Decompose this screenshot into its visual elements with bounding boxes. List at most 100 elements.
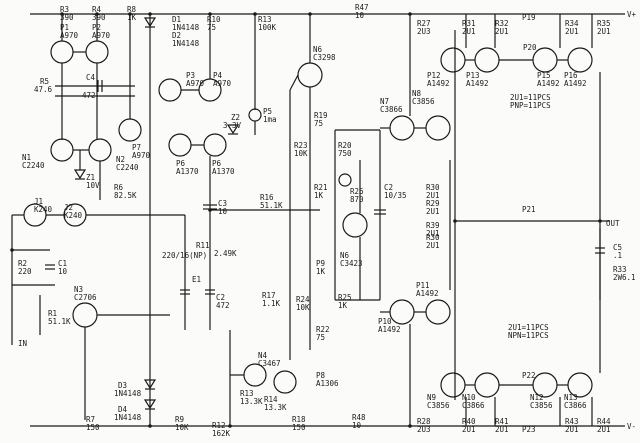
p8-value: A1306 <box>316 379 339 388</box>
p9-value: 1K <box>316 267 326 276</box>
r27-value: 2U3 <box>417 27 431 36</box>
r39-label: R39 <box>426 221 440 230</box>
c3-value: 10 <box>218 207 228 216</box>
c2b-value: 10/35 <box>384 191 407 200</box>
d4-value: 1N4148 <box>114 413 142 422</box>
r20-value: 750 <box>338 149 352 158</box>
p5-label: P5 <box>263 107 272 116</box>
r26-label: R26 <box>350 187 364 196</box>
in-label: IN <box>18 339 27 348</box>
r35-value: 2U1 <box>597 27 611 36</box>
p15-value: A1492 <box>537 79 560 88</box>
c4-value: 472 <box>82 91 96 100</box>
n6-label: N6 <box>313 45 323 54</box>
r32-value: 2U1 <box>495 27 509 36</box>
n9-value: C3856 <box>427 401 450 410</box>
r14-label: R14 <box>264 395 278 404</box>
z2-value: 3.3V <box>223 121 242 130</box>
vminus-label: V- <box>627 422 636 431</box>
r24-label: R24 <box>296 295 310 304</box>
r29-value: 2U1 <box>426 207 440 216</box>
r21-label: R21 <box>314 183 328 192</box>
r43-value: 2U1 <box>565 425 579 434</box>
c5-label: C5 <box>613 243 622 252</box>
r1-value: 51.1K <box>48 317 71 326</box>
r7-value: 150 <box>86 423 100 432</box>
r48-value: 10 <box>352 421 362 430</box>
r25-value: 1K <box>338 301 348 310</box>
rails <box>30 13 625 427</box>
r32-label: R32 <box>495 19 509 28</box>
n8-value: C3856 <box>412 97 435 106</box>
r28-label: R28 <box>417 417 431 426</box>
r47-label: R47 <box>355 3 369 12</box>
r5-label: R5 <box>40 77 49 86</box>
z2-label: Z2 <box>231 113 240 122</box>
r23-label: R23 <box>294 141 308 150</box>
r28-value: 2U3 <box>417 425 431 434</box>
r6-value: 82.5K <box>114 191 137 200</box>
r13b-label: R13 <box>240 389 254 398</box>
r17-value: 1.1K <box>262 299 281 308</box>
c220-label: 220/16(NP) <box>162 251 207 260</box>
note2: PNP=11PCS <box>510 101 551 110</box>
n3-value: C2706 <box>74 293 97 302</box>
p19-label: P19 <box>522 13 536 22</box>
p16-label: P16 <box>564 71 578 80</box>
c1-value: 10 <box>58 267 68 276</box>
j2-label: J2 <box>64 203 73 212</box>
r4-value: 390 <box>92 13 106 22</box>
n12-value: C3856 <box>530 401 553 410</box>
z1-value: 10V <box>86 181 100 190</box>
c2b-label: C2 <box>384 183 393 192</box>
r19-label: R19 <box>314 111 328 120</box>
input-stage <box>11 14 185 420</box>
r33-label: R33 <box>613 265 627 274</box>
r19-value: 75 <box>314 119 323 128</box>
p11-label: P11 <box>416 281 430 290</box>
n13-value: C3866 <box>564 401 587 410</box>
r29-label: R29 <box>426 199 440 208</box>
d2-label: D2 <box>172 31 181 40</box>
p3-value: A970 <box>186 79 205 88</box>
note3: 2U1=11PCS <box>508 323 549 332</box>
n3-label: N3 <box>74 285 83 294</box>
r31-label: R31 <box>462 19 476 28</box>
r13-label: R13 <box>258 15 272 24</box>
r30b-label: R30 <box>426 233 440 242</box>
r43-label: R43 <box>565 417 579 426</box>
r35-label: R35 <box>597 19 611 28</box>
p2-value: A970 <box>92 31 111 40</box>
d1-value: 1N4148 <box>172 23 200 32</box>
r22-label: R22 <box>316 325 330 334</box>
r40-value: 2U1 <box>462 425 476 434</box>
r12-label: R12 <box>212 421 226 430</box>
d3-value: 1N4148 <box>114 389 142 398</box>
p20-label: P20 <box>523 43 537 52</box>
p4-label: P4 <box>213 71 223 80</box>
r16-label: R16 <box>260 193 274 202</box>
j1-value: K240 <box>34 205 53 214</box>
r41-value: 2U1 <box>495 425 509 434</box>
r30b-value: 2U1 <box>426 241 440 250</box>
n9-label: N9 <box>427 393 436 402</box>
n13-label: N13 <box>564 393 578 402</box>
vas-stage <box>158 14 320 426</box>
r48-label: R48 <box>352 413 366 422</box>
r9-value: 10K <box>175 423 189 432</box>
j2-value: K240 <box>64 211 83 220</box>
r2-label: R2 <box>18 259 27 268</box>
p12-value: A1492 <box>427 79 450 88</box>
r9-label: R9 <box>175 415 184 424</box>
c5-value: .1 <box>613 251 622 260</box>
p6a-value: A1370 <box>176 167 199 176</box>
n7-value: C3866 <box>380 105 403 114</box>
note1: 2U1=11PCS <box>510 93 551 102</box>
r8-value: 1K <box>127 13 137 22</box>
r23-value: 10K <box>294 149 308 158</box>
r18-label: R18 <box>292 415 306 424</box>
r30a-label: R30 <box>426 183 440 192</box>
r20-label: R20 <box>338 141 352 150</box>
d3-label: D3 <box>118 381 127 390</box>
